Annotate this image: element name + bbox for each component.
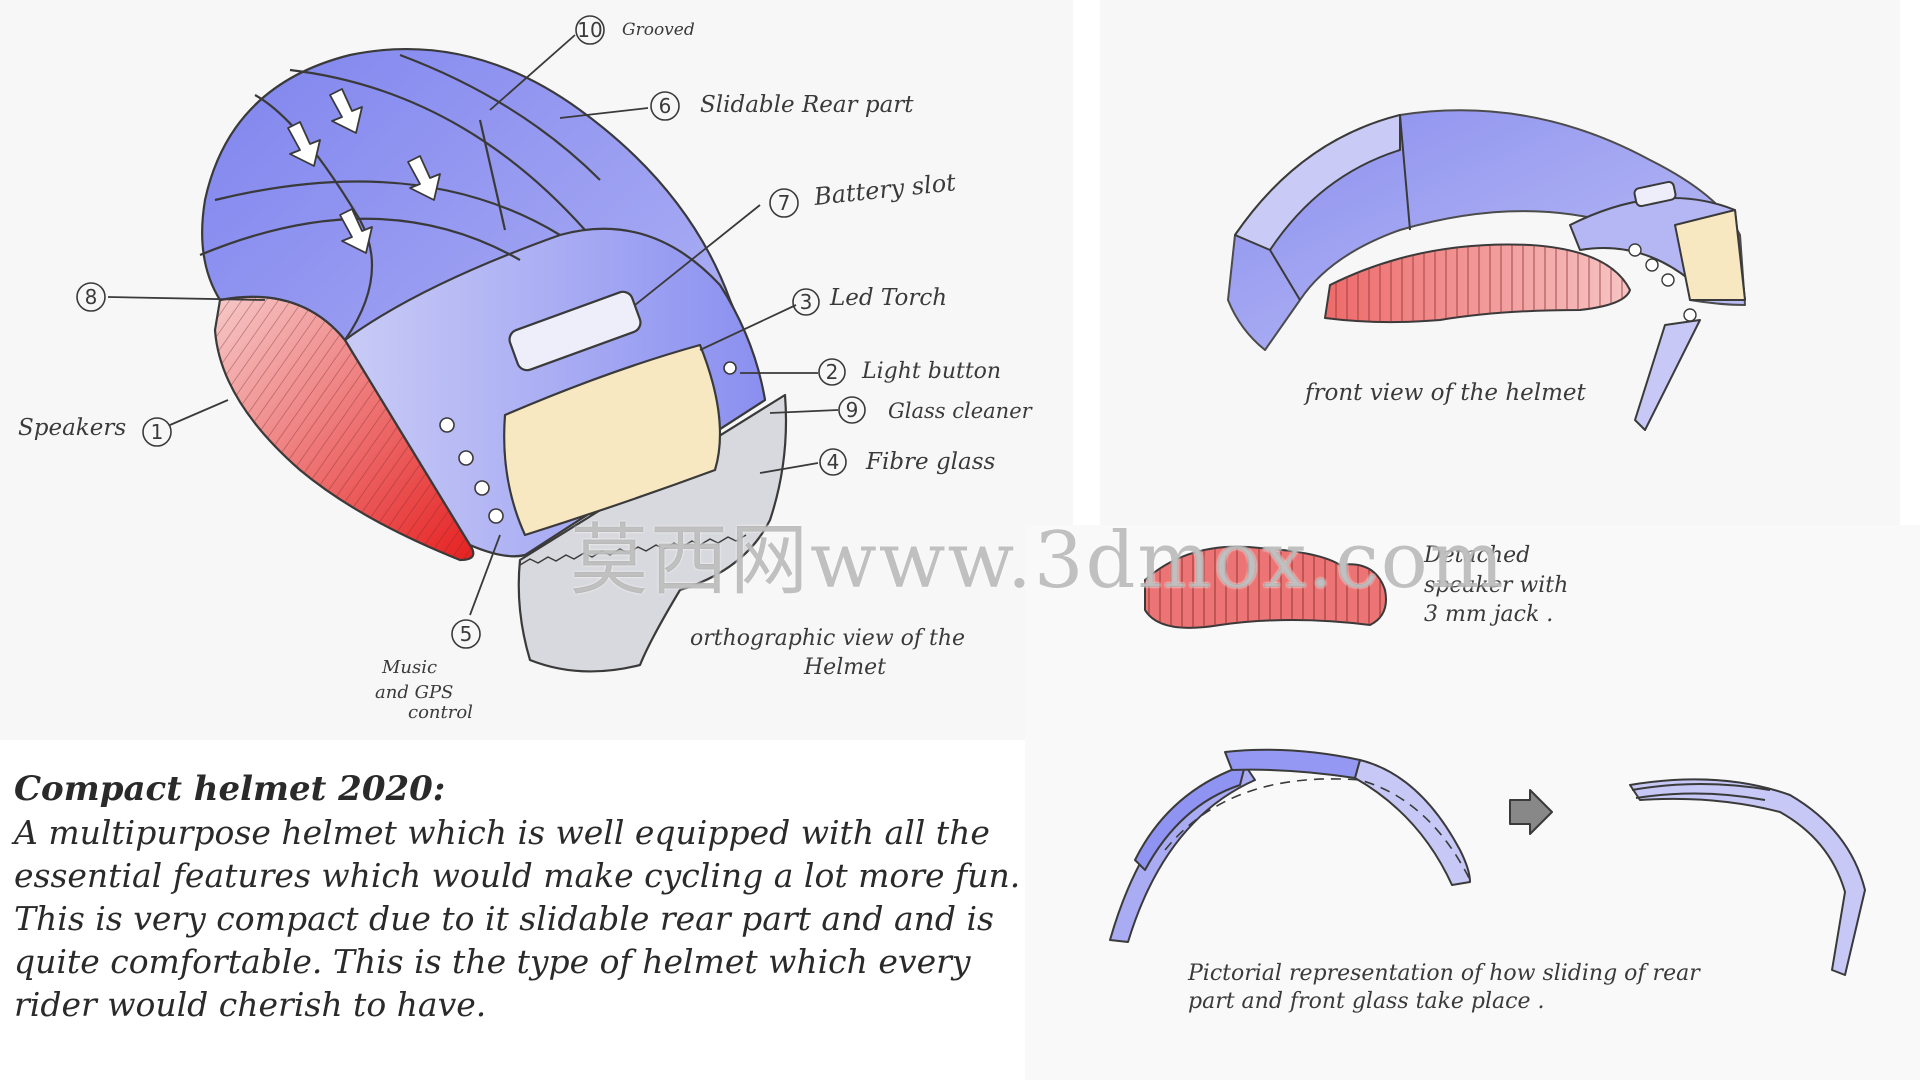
label-battery: Battery slot [812,168,958,211]
callout-number-text: 10 6 7 3 2 9 4 8 1 5 [85,18,859,646]
num-grooved: 10 [577,18,602,42]
label-music-2: and GPS [375,682,453,703]
caption-ortho-2: Helmet [803,655,886,680]
num-eight: 8 [85,285,98,309]
num-slidable: 6 [659,94,672,118]
label-slidable: Slidable Rear part [700,92,914,118]
caption-detached-1: Detached [1423,543,1530,568]
label-music-1: Music [381,657,437,678]
detached-speaker-drawing [1144,545,1387,629]
visor [503,343,722,537]
label-grooved: Grooved [622,20,695,40]
num-glass-cleaner: 9 [846,398,859,422]
caption-front: front view of the helmet [1303,380,1587,406]
leader-lines [107,34,839,616]
description-block: Compact helmet 2020: A multipurpose helm… [14,768,1054,1026]
caption-detached-2: speaker with [1424,573,1568,598]
helmet-front-face [343,227,767,558]
battery-slot [508,290,642,372]
front-view-drawing [1227,109,1746,431]
label-torch: Led Torch [829,285,947,311]
caption-pictorial-1: Pictorial representation of how sliding … [1187,961,1701,986]
callout-numbers [76,15,866,649]
num-speakers: 1 [151,420,164,444]
helmet-main-drawing [199,47,788,673]
num-light-button: 2 [826,360,839,384]
num-fibre-glass: 4 [827,450,840,474]
caption-pictorial-2: part and front glass take place . [1188,989,1545,1014]
caption-ortho-1: orthographic view of the [690,626,965,651]
num-battery: 7 [778,191,791,215]
watermark: 莫西网www.3dmox.com [570,516,1506,606]
label-fibre-glass: Fibre glass [865,449,996,475]
description-body: A multipurpose helmet which is well equi… [14,813,1021,1024]
fibre-glass-shape [517,393,788,673]
num-torch: 3 [800,290,813,314]
description-title: Compact helmet 2020: [14,769,446,809]
slide-arrows [287,88,441,254]
label-speakers: Speakers [18,415,126,441]
sliding-pictorial-drawing [1109,748,1866,976]
num-music: 5 [460,622,473,646]
label-glass-cleaner: Glass cleaner [888,399,1034,423]
callout-labels: Grooved Slidable Rear part Battery slot … [18,20,1034,723]
caption-detached-3: 3 mm jack . [1424,602,1553,627]
label-music-3: control [408,702,473,723]
label-light-button: Light button [861,359,1001,384]
control-buttons [439,361,737,524]
